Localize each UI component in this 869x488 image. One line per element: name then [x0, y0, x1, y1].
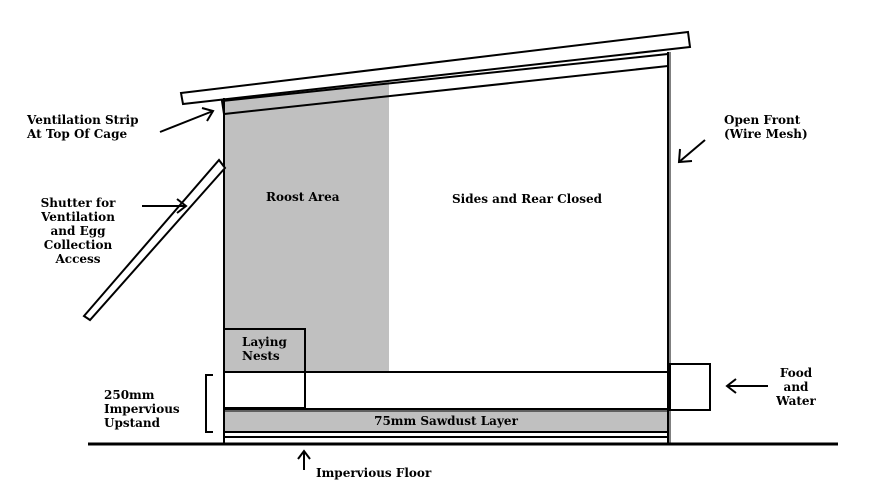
arrow-floor	[297, 449, 311, 470]
label-ventilation-strip: Ventilation Strip At Top Of Cage	[27, 113, 139, 141]
label-shutter-line-5: Access	[55, 252, 101, 266]
food-water-box	[669, 363, 711, 411]
label-food-water-line-1: Food	[779, 366, 813, 380]
shutter	[82, 158, 227, 322]
label-laying-nests-line-2: Nests	[242, 349, 280, 363]
label-shutter-line-2: Ventilation	[41, 210, 115, 224]
arrow-shutter	[142, 198, 188, 214]
label-sides-rear: Sides and Rear Closed	[452, 192, 603, 206]
roost-area-fill	[224, 79, 389, 372]
arrow-open-front	[677, 139, 706, 164]
label-open-front-line-2: (Wire Mesh)	[724, 127, 808, 141]
label-sawdust-layer: 75mm Sawdust Layer	[374, 414, 518, 428]
label-ventilation-strip-line-1: Ventilation Strip	[27, 113, 139, 127]
label-food-water-line-2: and	[783, 380, 809, 394]
label-upstand-line-1: 250mm	[104, 388, 155, 402]
label-open-front: Open Front (Wire Mesh)	[724, 113, 808, 141]
label-shutter-line-4: Collection	[43, 238, 113, 252]
label-upstand: 250mm Impervious Upstand	[104, 388, 180, 430]
label-open-front-line-1: Open Front	[724, 113, 801, 127]
label-impervious-floor: Impervious Floor	[316, 466, 432, 480]
label-shutter: Shutter for Ventilation and Egg Collecti…	[40, 196, 116, 266]
label-roost-area: Roost Area	[266, 190, 340, 204]
label-ventilation-strip-line-2: At Top Of Cage	[27, 127, 128, 141]
roof	[179, 30, 692, 106]
laying-nests-box	[223, 328, 306, 409]
label-upstand-line-3: Upstand	[104, 416, 161, 430]
label-food-water-line-3: Water	[776, 394, 816, 408]
label-food-water: Food and Water	[774, 366, 818, 408]
label-shutter-line-1: Shutter for	[40, 196, 116, 210]
label-upstand-line-2: Impervious	[104, 402, 180, 416]
label-laying-nests: Laying Nests	[242, 335, 287, 363]
arrow-ventilation-strip	[159, 107, 215, 133]
label-shutter-line-3: and Egg	[50, 224, 106, 238]
arrow-food-water	[725, 378, 768, 394]
sawdust-layer-fill	[224, 410, 668, 432]
label-laying-nests-line-1: Laying	[242, 335, 287, 349]
upstand-bracket	[205, 374, 213, 433]
